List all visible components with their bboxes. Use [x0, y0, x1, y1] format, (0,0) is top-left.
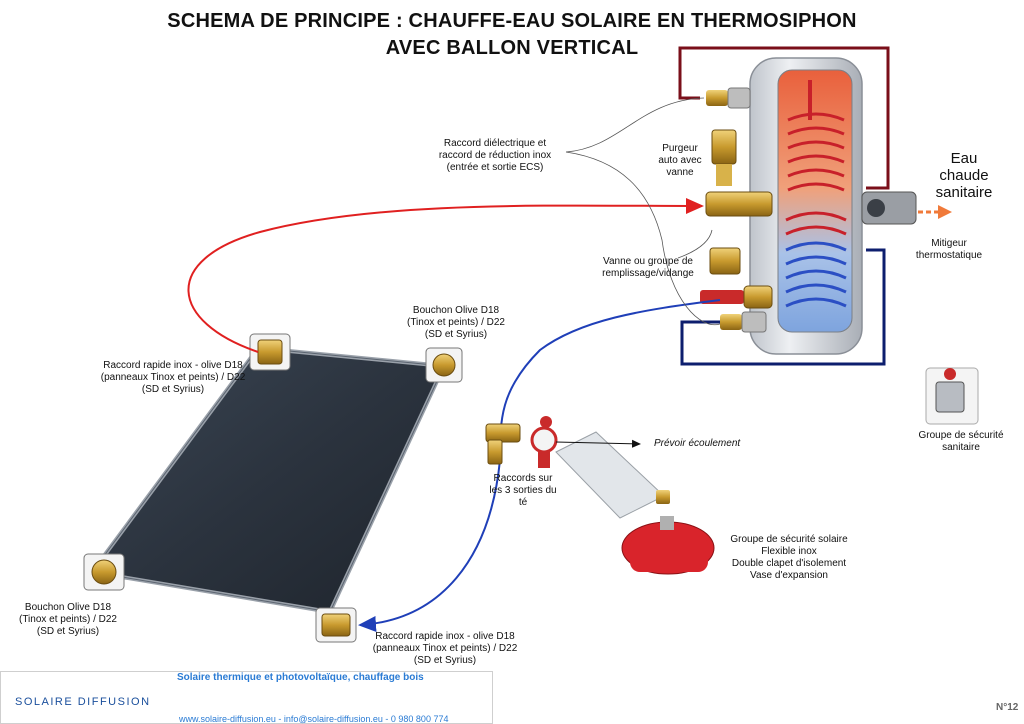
panel-fitting-bottom-right	[315, 607, 357, 643]
tee-fitting	[485, 423, 521, 465]
label-prevoir-ecoulement: Prévoir écoulement	[654, 438, 741, 449]
footer-logo: SOLAIRE DIFFUSION	[15, 696, 151, 708]
diagram-title-line1: SCHEMA DE PRINCIPE : CHAUFFE-EAU SOLAIRE…	[167, 10, 857, 32]
leader-lines	[565, 97, 721, 326]
sanitary-hot-loop	[678, 46, 890, 190]
expansion-vessel	[621, 516, 715, 575]
footer-tagline: Solaire thermique et photovoltaïque, cha…	[177, 672, 424, 683]
panel-fitting-bottom-left	[83, 553, 125, 591]
footer-contact[interactable]: www.solaire-diffusion.eu - info@solaire-…	[179, 714, 449, 724]
upper-coil	[787, 112, 845, 192]
label-mitigeur: Mitigeur thermostatique	[915, 238, 983, 261]
label-groupe-solaire-line4: Vase d'expansion	[750, 570, 828, 581]
diagram-title-line2: AVEC BALLON VERTICAL	[385, 37, 639, 59]
label-bouchon-bottom: Bouchon Olive D18 (Tinox et peints) / D2…	[18, 602, 117, 637]
label-raccord-dielectrique: Raccord diélectrique et raccord de réduc…	[438, 138, 552, 173]
purgeur-valve	[705, 129, 773, 217]
sanitary-cold-loop	[680, 248, 886, 366]
cold-solar-pipe	[358, 299, 721, 632]
label-raccord-bottom: Raccord rapide inox - olive D18 (panneau…	[372, 631, 518, 666]
label-raccord-top: Raccord rapide inox - olive D18 (panneau…	[100, 360, 246, 395]
sanitary-safety-group	[925, 367, 979, 425]
label-groupe-solaire: Groupe de sécurité solaire Flexible inox…	[722, 534, 856, 582]
lower-coil-cold	[785, 241, 847, 308]
storage-tank	[749, 57, 863, 355]
panel-fitting-top-right	[425, 347, 463, 383]
label-bouchon-top: Bouchon Olive D18 (Tinox et peints) / D2…	[406, 305, 505, 340]
label-groupe-solaire-line2: Flexible inox	[761, 546, 817, 557]
pressure-gauge	[530, 416, 558, 468]
label-raccords-te: Raccords sur les 3 sorties du té	[489, 473, 557, 508]
label-groupe-solaire-line1: Groupe de sécurité solaire	[730, 534, 848, 545]
panel-fitting-top-left	[249, 333, 291, 371]
page-number: N°12	[996, 702, 1019, 713]
tank-bottom-fitting	[720, 311, 767, 333]
label-eau-chaude: Eau chaude sanitaire	[935, 150, 993, 201]
lower-coil-hot	[785, 211, 847, 236]
label-groupe-solaire-line3: Double clapet d'isolement	[731, 558, 847, 569]
footer-banner: Solaire thermique et photovoltaïque, cha…	[0, 671, 493, 724]
mitigeur-valve	[861, 191, 917, 225]
hot-solar-pipe	[187, 197, 704, 353]
label-groupe-sanitaire: Groupe de sécurité sanitaire	[918, 430, 1004, 453]
tank-top-fitting	[706, 87, 751, 109]
label-vanne-remplissage: Vanne ou groupe de remplissage/vidange	[602, 256, 694, 279]
flexible-hose	[555, 431, 670, 519]
label-purgeur: Purgeur auto avec vanne	[658, 143, 702, 178]
evacuation-arrow	[555, 439, 641, 448]
